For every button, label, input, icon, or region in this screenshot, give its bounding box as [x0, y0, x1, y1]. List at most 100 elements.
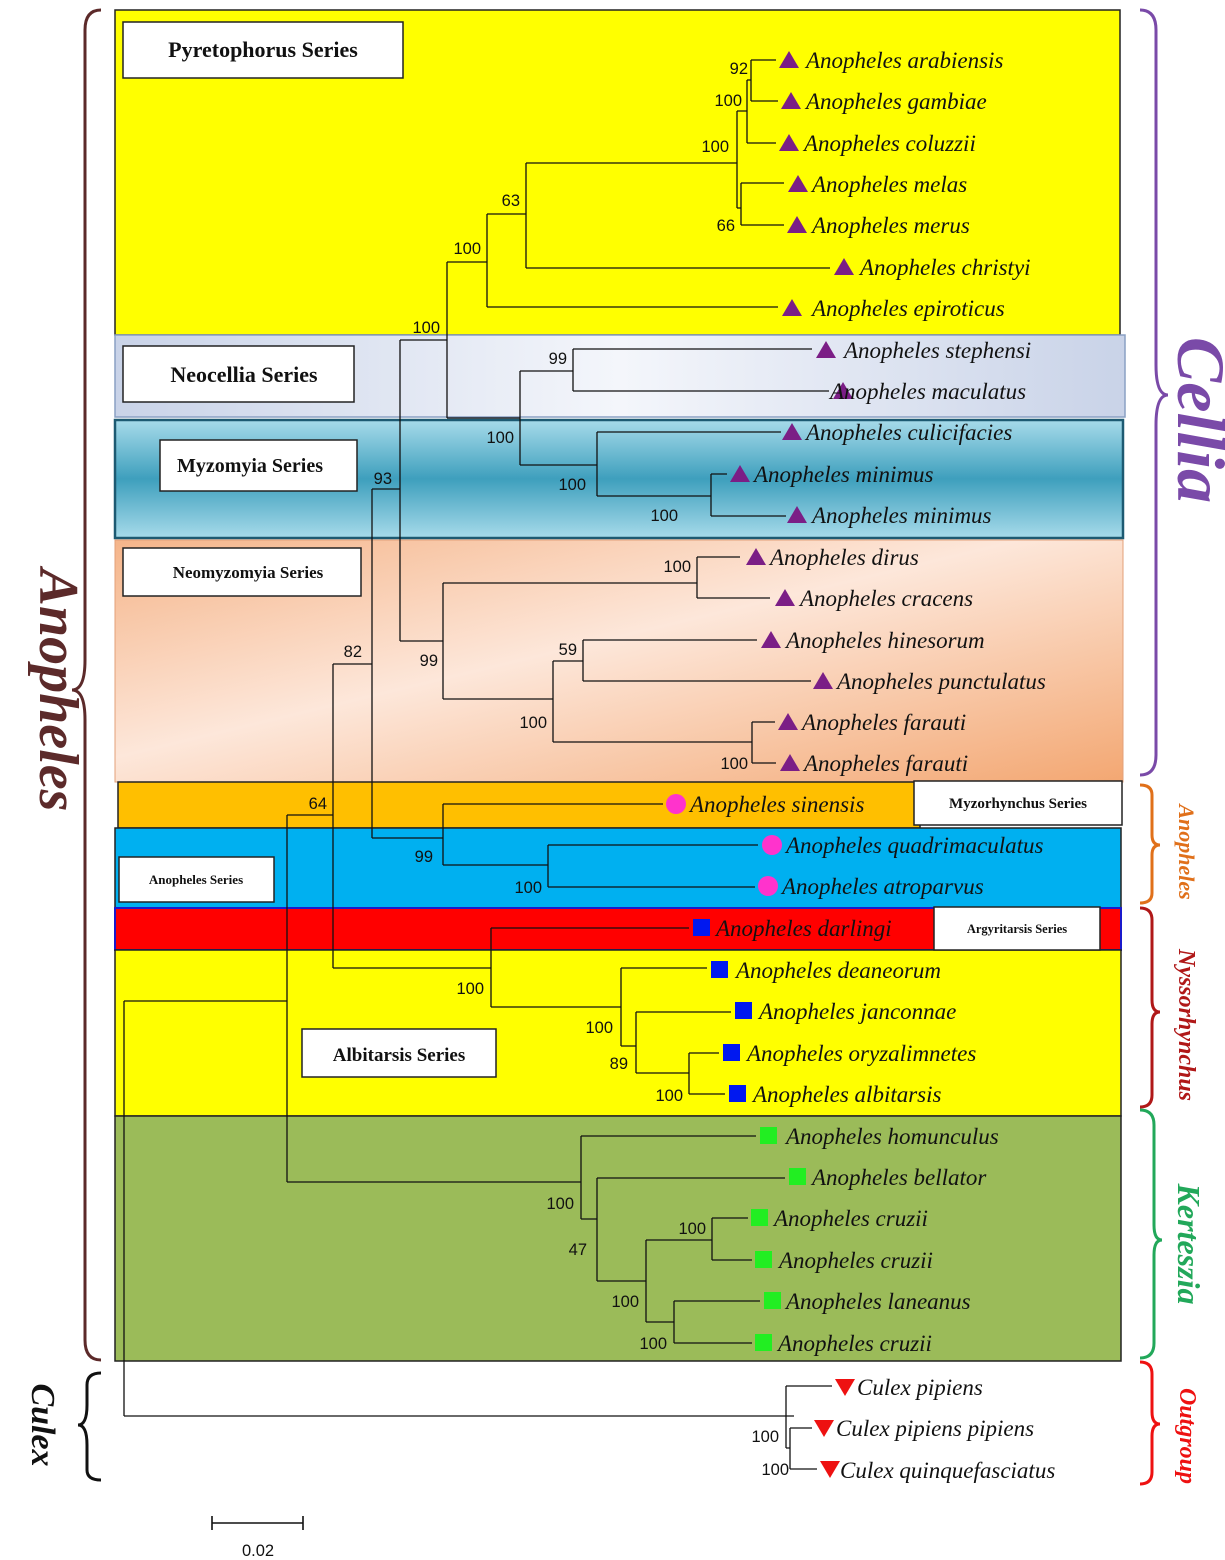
taxon-name: Anopheles bellator	[810, 1165, 987, 1190]
taxon-row: Anopheles cruzii	[751, 1206, 928, 1231]
support-value: 100	[678, 1220, 706, 1238]
triangle-marker-icon	[816, 341, 836, 358]
series-label-anopheles: Anopheles Series	[149, 872, 243, 887]
taxon-name: Anopheles merus	[810, 213, 970, 238]
triangle-marker-icon	[730, 465, 750, 482]
taxon-row: Anopheles minimus	[787, 503, 992, 528]
taxa: Anopheles arabiensis Anopheles gambiae A…	[666, 48, 1055, 1483]
support-value: 99	[415, 848, 433, 866]
taxon-name: Anopheles oryzalimnetes	[745, 1041, 976, 1066]
support-value: 100	[655, 1087, 683, 1105]
square-marker-icon	[755, 1334, 772, 1351]
support-value: 89	[610, 1055, 628, 1073]
square-marker-icon	[735, 1002, 752, 1019]
triangle-marker-icon	[781, 92, 801, 109]
taxon-row: Anopheles gambiae	[781, 89, 987, 114]
support-value: 100	[650, 507, 678, 525]
support-value: 64	[309, 795, 327, 813]
taxon-name: Anopheles sinensis	[688, 792, 864, 817]
taxon-row: Anopheles bellator	[789, 1165, 987, 1190]
subgenus-label-outgroup: Outgroup	[1174, 1388, 1200, 1484]
triangle-marker-icon	[834, 258, 854, 275]
taxon-row: Anopheles merus	[787, 213, 970, 238]
triangle-marker-icon	[761, 631, 781, 648]
taxon-name: Anopheles melas	[810, 172, 967, 197]
taxon-row: Anopheles atroparvus	[758, 874, 984, 899]
taxon-row: Culex pipiens pipiens	[814, 1416, 1034, 1441]
kerteszia-brace-icon	[1139, 1108, 1163, 1360]
taxon-name: Anopheles culicifacies	[804, 420, 1012, 445]
taxon-name: Anopheles albitarsis	[751, 1082, 942, 1107]
taxon-name: Anopheles coluzzii	[802, 131, 976, 156]
taxon-name: Anopheles homunculus	[784, 1124, 999, 1149]
band-albitarsis	[114, 949, 1122, 1117]
subgenus-label-anopheles: Anopheles	[1174, 802, 1199, 899]
taxon-row: Anopheles farauti	[778, 710, 966, 735]
support-value: 100	[714, 92, 742, 110]
support-value: 92	[730, 60, 748, 78]
triangle-marker-icon	[813, 672, 833, 689]
taxon-name: Anopheles quadrimaculatus	[784, 833, 1043, 858]
taxon-name: Anopheles gambiae	[804, 89, 987, 114]
subgenus-label-kerteszia: Kerteszia	[1171, 1183, 1207, 1305]
taxon-row: Anopheles laneanus	[764, 1289, 971, 1314]
support-value: 66	[717, 217, 735, 235]
support-value: 100	[456, 980, 484, 998]
square-marker-icon	[789, 1168, 806, 1185]
anopheles-brace-icon	[71, 8, 102, 1362]
square-marker-icon	[729, 1085, 746, 1102]
taxon-name: Anopheles deaneorum	[734, 958, 941, 983]
triangle-marker-icon	[780, 754, 800, 771]
taxon-row: Anopheles epiroticus	[782, 296, 1005, 321]
taxon-name: Culex quinquefasciatus	[840, 1458, 1055, 1483]
taxon-name: Anopheles punctulatus	[835, 669, 1046, 694]
taxon-name: Anopheles hinesorum	[784, 628, 985, 653]
taxon-name: Anopheles farauti	[800, 710, 966, 735]
series-label-pyretophorus: Pyretophorus Series	[168, 37, 358, 62]
series-label-albitarsis: Albitarsis Series	[333, 1045, 465, 1066]
triangle-marker-icon	[788, 175, 808, 192]
circle-marker-icon	[666, 794, 686, 814]
support-value: 99	[420, 652, 438, 670]
taxon-row: Culex quinquefasciatus	[820, 1458, 1055, 1483]
taxon-name: Anopheles atroparvus	[780, 874, 984, 899]
support-value: 100	[639, 1335, 667, 1353]
circle-marker-icon	[758, 876, 778, 896]
square-marker-icon	[764, 1292, 781, 1309]
tree-branches	[123, 59, 832, 1470]
support-value: 100	[558, 476, 586, 494]
support-value: 100	[519, 714, 547, 732]
subgenus-label-nyssorhynchus: Nyssorhynchus	[1173, 948, 1199, 1101]
square-marker-icon	[723, 1044, 740, 1061]
support-value: 100	[514, 879, 542, 897]
taxon-row: Anopheles deaneorum	[711, 958, 941, 983]
support-value: 100	[585, 1019, 613, 1037]
taxon-row: Anopheles oryzalimnetes	[723, 1041, 976, 1066]
triangle-marker-icon	[787, 506, 807, 523]
triangle-marker-icon	[778, 713, 798, 730]
taxon-row: Anopheles farauti	[780, 751, 968, 776]
genus-label-culex: Culex	[24, 1383, 61, 1466]
taxon-row: Anopheles albitarsis	[729, 1082, 942, 1107]
taxon-name: Anopheles laneanus	[784, 1289, 971, 1314]
triangle-down-marker-icon	[814, 1420, 834, 1437]
support-value: 100	[486, 429, 514, 447]
support-value: 59	[559, 641, 577, 659]
taxon-row: Anopheles culicifacies	[782, 420, 1012, 445]
support-value: 93	[374, 470, 392, 488]
taxon-row: Anopheles janconnae	[735, 999, 956, 1024]
triangle-marker-icon	[746, 548, 766, 565]
taxon-row: Anopheles sinensis	[666, 792, 864, 817]
taxon-name: Anopheles janconnae	[757, 999, 956, 1024]
support-value: 100	[412, 319, 440, 337]
taxon-row: Anopheles minimus	[730, 462, 934, 487]
taxon-row: Anopheles cruzii	[755, 1248, 933, 1273]
triangle-down-marker-icon	[835, 1379, 855, 1396]
taxon-name: Culex pipiens pipiens	[836, 1416, 1034, 1441]
taxon-row: Culex pipiens	[835, 1375, 983, 1400]
genus-label-anopheles: Anopheles	[27, 566, 89, 812]
taxon-row: Anopheles stephensi	[816, 338, 1031, 363]
taxon-row: Anopheles christyi	[834, 255, 1031, 280]
nyssorhynchus-brace-icon	[1139, 906, 1161, 1109]
support-value: 100	[611, 1293, 639, 1311]
